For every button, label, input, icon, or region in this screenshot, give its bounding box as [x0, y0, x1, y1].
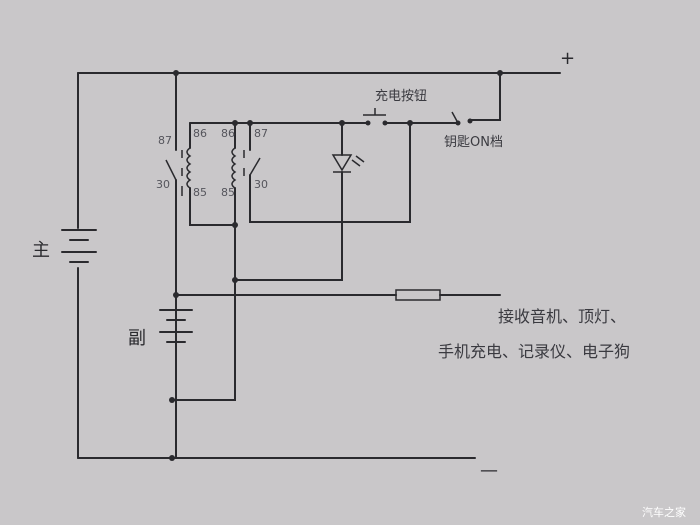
control-line	[189, 72, 501, 124]
plus-label: +	[560, 48, 575, 69]
fuse-icon	[395, 289, 441, 301]
relay1-pin85: 85	[193, 186, 207, 199]
led-icon	[331, 154, 365, 173]
relay2-coil-wire	[171, 122, 236, 401]
led-wire	[234, 122, 343, 281]
relay2-pin85: 85	[221, 186, 235, 199]
relay2-pin86: 86	[221, 127, 235, 140]
minus-label: —	[480, 460, 498, 481]
aux-battery-label: 副	[128, 328, 146, 349]
relay1-switch-contact	[165, 150, 183, 196]
relay1-coil-wire	[189, 122, 236, 226]
loads-label-line2: 手机充电、记录仪、电子狗	[438, 342, 630, 361]
main-battery-label: 主	[32, 240, 50, 261]
main-battery-symbol	[61, 229, 97, 263]
relay2-coil	[231, 147, 237, 189]
relay1-pin30: 30	[156, 178, 170, 191]
relay1-pin86: 86	[193, 127, 207, 140]
key-switch-label: 钥匙ON档	[444, 135, 503, 150]
charge-button	[363, 108, 386, 116]
relay2-switch-wire	[249, 122, 411, 223]
loads-label-line1: 接收音机、顶灯、	[498, 307, 626, 326]
relay1-pin87: 87	[158, 134, 172, 147]
relay2-switch-contact	[243, 150, 261, 176]
relay2-pin87: 87	[254, 127, 268, 140]
watermark: 汽车之家	[642, 505, 686, 519]
relay2-pin30: 30	[254, 178, 268, 191]
aux-battery-symbol	[159, 309, 193, 343]
relay1-coil	[186, 147, 192, 189]
charge-button-label: 充电按钮	[375, 88, 427, 104]
